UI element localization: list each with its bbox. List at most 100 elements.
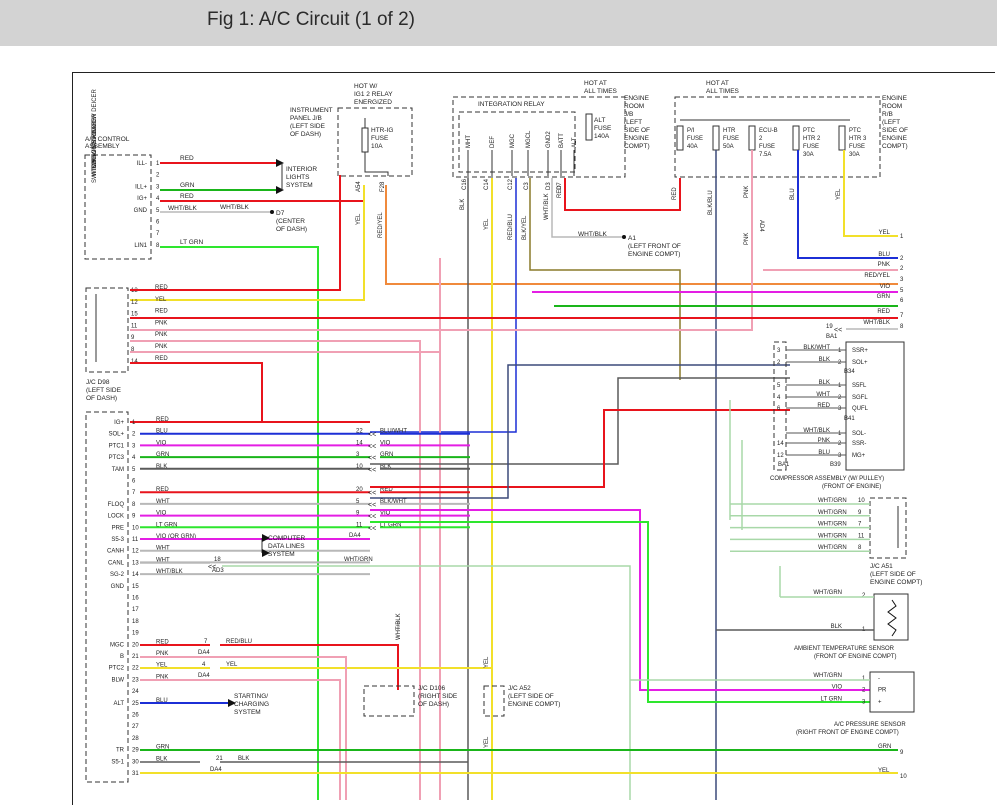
thermistor-icon bbox=[887, 599, 897, 637]
wire-color-label: PNK bbox=[156, 651, 168, 657]
connector-symbol: << bbox=[368, 432, 376, 439]
relay-pin-label: MGC bbox=[510, 133, 516, 148]
fuse-label: PTC bbox=[803, 128, 816, 134]
ip-jb-label: OF DASH) bbox=[290, 131, 321, 138]
engine-room-rb-label: R/B bbox=[882, 111, 893, 118]
wire-color-label: RED bbox=[180, 155, 194, 162]
splice-dot bbox=[622, 235, 626, 239]
wire-color-label: WHT/GRN bbox=[813, 590, 842, 596]
fuse-icon bbox=[712, 125, 720, 151]
compressor-pin-number: 1 bbox=[838, 383, 842, 389]
compressor-pin: 14 bbox=[777, 441, 784, 447]
htr-ig-fuse-label: HTR-IG bbox=[371, 127, 393, 134]
alt-fuse-label: FUSE bbox=[594, 125, 612, 132]
computer-data-lines-label: DATA LINES bbox=[268, 543, 305, 550]
ecm-pin-number: 31 bbox=[132, 771, 139, 777]
ecm-pin-name: B bbox=[120, 654, 124, 660]
integration-relay-box bbox=[452, 96, 626, 178]
relay-pin-label: DEF bbox=[490, 136, 496, 148]
ac-pin-number: 4 bbox=[156, 196, 160, 202]
wire-yel-ptc3 bbox=[843, 150, 898, 237]
ecm-pin-number: 15 bbox=[132, 584, 139, 590]
ecm-pin-number: 17 bbox=[132, 607, 139, 613]
wire-color-label: BLU/WHT bbox=[380, 429, 407, 435]
compressor-pin: 5 bbox=[777, 383, 781, 389]
inline-pin-number: 20 bbox=[356, 487, 363, 493]
jc-d98-pin-number: 11 bbox=[131, 323, 138, 329]
wire-color-label: RED/YEL bbox=[378, 212, 384, 238]
htr-ig-fuse-icon bbox=[361, 127, 369, 153]
inline-pin-number: 5 bbox=[356, 499, 360, 505]
jc-a51-box bbox=[869, 497, 907, 559]
compressor-connector bbox=[773, 341, 787, 471]
page-title: Fig 1: A/C Circuit (1 of 2) bbox=[207, 9, 416, 30]
ac-pin-name: LIN1 bbox=[134, 243, 147, 249]
htr-ig-fuse-label: 10A bbox=[371, 143, 383, 150]
wire-color-label: RED bbox=[156, 639, 169, 645]
connector-id: DA4 bbox=[349, 533, 361, 539]
compressor-pin-number: 2 bbox=[838, 441, 842, 447]
arrow-icon bbox=[262, 534, 270, 542]
wire-color-label: PNK bbox=[155, 332, 167, 338]
right-wire-label: VIO bbox=[880, 284, 891, 290]
fuse-label: 30A bbox=[849, 152, 860, 158]
wire-color-label: RED bbox=[155, 285, 168, 291]
jc-a51-pin-number: 7 bbox=[858, 522, 862, 528]
wire-color-label: WHT/BLK bbox=[220, 204, 250, 211]
wire-blu-c12 bbox=[370, 178, 517, 433]
ecm-pin-number: 18 bbox=[132, 619, 139, 625]
interior-lights-label: LIGHTS bbox=[286, 174, 310, 181]
ambient-sensor-label: AMBIENT TEMPERATURE SENSOR bbox=[794, 646, 895, 652]
wire-color-label: WHT/GRN bbox=[818, 545, 847, 551]
connector-symbol: << bbox=[368, 455, 376, 462]
ecm-pin-name: SOL+ bbox=[108, 432, 124, 438]
fuse-label: FUSE bbox=[723, 136, 739, 142]
fuse-label: HTR bbox=[723, 128, 736, 134]
wire-color-label: VIO bbox=[380, 511, 391, 517]
fuse-label: P/I bbox=[687, 128, 695, 134]
wire-color-label: BLU bbox=[818, 450, 830, 456]
ecm-pin-name: TR bbox=[116, 748, 125, 754]
jc-d106-box bbox=[363, 685, 415, 717]
ecm-pin-name: PTC2 bbox=[109, 666, 125, 672]
wire-color-label: WHT bbox=[816, 392, 830, 398]
wire-color-label: RED bbox=[380, 487, 393, 493]
wire-color-label: RED bbox=[557, 185, 563, 198]
hot-ig1-label: IG1 2 RELAY bbox=[354, 91, 393, 98]
compressor-pin-number: 1 bbox=[838, 348, 842, 354]
ac-control-box bbox=[84, 154, 152, 260]
compressor-box bbox=[845, 341, 905, 471]
fuse-label: FUSE bbox=[849, 144, 865, 150]
wire-pnk-ecub bbox=[130, 150, 753, 331]
pressure-pin-name: PR bbox=[878, 688, 887, 694]
wire-red-13 bbox=[130, 175, 341, 291]
compressor-pin-name: S5FL bbox=[852, 383, 867, 389]
ecm-pin-number: 10 bbox=[132, 525, 139, 531]
ecm-pin-number: 1 bbox=[132, 420, 136, 426]
compressor-pin-name: QUFL bbox=[852, 406, 869, 412]
engine-room-jb-label: ENGINE bbox=[624, 135, 650, 142]
wire-whtgrn bbox=[222, 565, 631, 800]
wire-color-label: GRN bbox=[156, 745, 169, 751]
wire-color-label: YEL bbox=[484, 656, 490, 668]
wire-blkyel-c3 bbox=[529, 178, 681, 380]
fuse-label: HTR 3 bbox=[849, 136, 867, 142]
ecm-pin-name: PTC3 bbox=[109, 455, 125, 461]
jc-d98-pin-number: 8 bbox=[131, 347, 135, 353]
right-wire-label: RED/YEL bbox=[864, 273, 890, 279]
right-wire-label: BLU bbox=[878, 252, 890, 258]
wire-color-label: BLK bbox=[831, 624, 842, 630]
pressure-pin-number: 1 bbox=[862, 676, 866, 682]
pressure-sensor-location: (RIGHT FRONT OF ENGINE COMPT) bbox=[796, 730, 899, 736]
right-pin-number: 5 bbox=[900, 288, 904, 294]
wire-color-label: YEL bbox=[356, 213, 362, 225]
ecm-pin-number: 7 bbox=[132, 490, 136, 496]
pin-number: 21 bbox=[216, 756, 223, 762]
ecm-pin-name: GND bbox=[111, 584, 125, 590]
pin-number: 9 bbox=[900, 750, 904, 756]
ecm-pin-name: S5-1 bbox=[111, 759, 124, 765]
ecm-pin-name: IG+ bbox=[114, 420, 124, 426]
jc-a52-label: (LEFT SIDE OF bbox=[508, 693, 554, 700]
connector-f28: F28 bbox=[380, 181, 386, 192]
engine-room-rb-box bbox=[674, 96, 881, 178]
